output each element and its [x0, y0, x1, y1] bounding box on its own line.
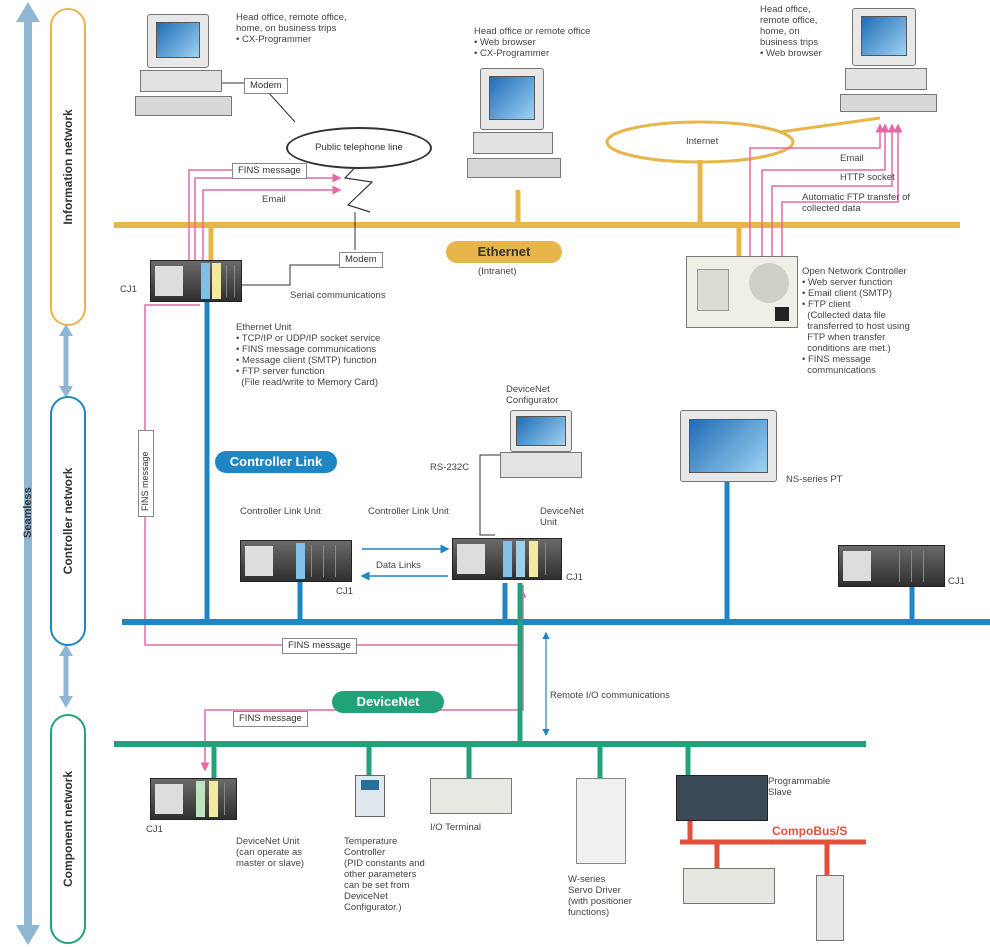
label-programmable-slave: Programmable Slave	[768, 776, 831, 798]
devicenet-configurator-laptop	[500, 410, 582, 482]
compobus-label: CompoBus/S	[772, 824, 848, 838]
modem-top: Modem	[244, 78, 288, 94]
label-remote-io: Remote I/O communications	[550, 690, 670, 701]
label-cj1-devicenet-master: CJ1	[566, 572, 583, 583]
cj1-plc-controller-link-1	[240, 540, 352, 582]
seamless-arrow-top	[16, 2, 40, 22]
cj1-plc-devicenet-unit	[150, 778, 237, 820]
intranet-label: (Intranet)	[478, 266, 517, 277]
pc-head-office-center	[465, 68, 565, 183]
label-devicenet-unit: DeviceNet Unit	[540, 506, 584, 528]
public-telephone-line: Public telephone line	[286, 127, 432, 169]
label-servo-driver: W-series Servo Driver (with positioner f…	[568, 874, 632, 918]
label-temperature-controller: Temperature Controller (PID constants an…	[344, 836, 425, 913]
compobus-slave-terminal	[683, 868, 775, 904]
open-network-controller	[686, 256, 798, 328]
internet-label: Internet	[686, 136, 719, 147]
ns-series-pt	[680, 410, 777, 482]
label-ethernet-unit: Ethernet Unit • TCP/IP or UDP/IP socket …	[236, 322, 381, 388]
compobus-slave-unit	[816, 875, 844, 941]
fins-message-box-middle: FINS message	[282, 638, 357, 654]
internet-ellipse	[605, 120, 795, 164]
seamless-arrow-bottom	[16, 925, 40, 945]
label-cj1-controller-link: CJ1	[336, 586, 353, 597]
fins-message-box-top: FINS message	[232, 163, 307, 179]
label-cj1-right: CJ1	[948, 576, 965, 587]
io-terminal	[430, 778, 512, 814]
servo-driver	[576, 778, 626, 864]
ethernet-pill: Ethernet	[446, 241, 562, 263]
lane-component-network: Component network	[50, 714, 86, 944]
label-devicenet-configurator: DeviceNet Configurator	[506, 384, 559, 406]
cj1-plc-right	[838, 545, 945, 587]
label-pc-remote-right: Head office, remote office, home, on bus…	[760, 4, 822, 59]
label-pc-head-office-left: Head office, remote office, home, on bus…	[236, 12, 347, 45]
devicenet-pill: DeviceNet	[332, 691, 444, 713]
fins-message-vertical-box: FINS message	[138, 430, 154, 517]
label-serial-communications: Serial communications	[290, 290, 386, 301]
label-controller-link-unit-2: Controller Link Unit	[368, 506, 449, 517]
label-controller-link-unit-1: Controller Link Unit	[240, 506, 321, 517]
seamless-label: Seamless	[22, 487, 34, 538]
controller-link-pill: Controller Link	[215, 451, 337, 473]
label-rs232c: RS-232C	[430, 462, 470, 473]
lane-information-network: Information network	[50, 8, 86, 326]
label-cj1-ethernet: CJ1	[120, 284, 137, 295]
label-ns-series-pt: NS-series PT	[786, 474, 843, 485]
label-devicenet-unit-slave: DeviceNet Unit (can operate as master or…	[236, 836, 305, 869]
label-automatic-ftp: Automatic FTP transfer of collected data	[802, 192, 911, 214]
pc-remote-right	[840, 8, 940, 118]
label-cj1-devicenet-unit: CJ1	[146, 824, 163, 835]
label-open-network-controller: Open Network Controller • Web server fun…	[802, 266, 910, 376]
label-http-socket: HTTP socket	[840, 172, 895, 183]
pc-head-office-left	[135, 14, 235, 124]
label-pc-head-office-center: Head office or remote office • Web brows…	[474, 26, 591, 59]
programmable-slave	[676, 775, 768, 821]
cj1-plc-devicenet-master	[452, 538, 562, 580]
label-data-links: Data Links	[376, 560, 421, 571]
lane-controller-network: Controller network	[50, 396, 86, 646]
label-email-left: Email	[262, 194, 286, 205]
label-io-terminal: I/O Terminal	[430, 822, 482, 833]
fins-message-box-bottom: FINS message	[233, 711, 308, 727]
temperature-controller	[355, 775, 385, 817]
cj1-plc-ethernet	[150, 260, 242, 302]
modem-bottom: Modem	[339, 252, 383, 268]
label-email-right: Email	[840, 153, 864, 164]
